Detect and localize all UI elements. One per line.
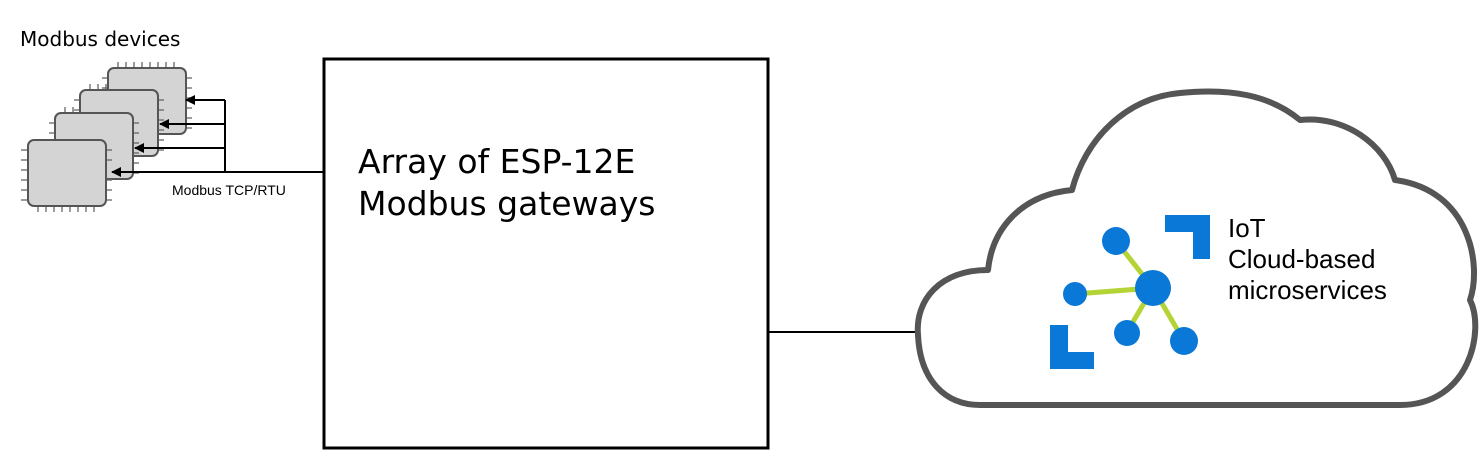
iot-hub-icon	[1050, 215, 1210, 369]
modbus-protocol-label: Modbus TCP/RTU	[172, 182, 286, 198]
corner-bracket-top-right	[1165, 215, 1210, 259]
corner-bracket-bottom-left	[1050, 325, 1094, 369]
gateway-title-line2: Modbus gateways	[358, 184, 656, 223]
chip-icon	[21, 139, 112, 212]
cloud-label: IoT Cloud-based microservices	[1228, 213, 1387, 305]
gateway-title-line1: Array of ESP-12E	[358, 142, 635, 181]
cloud-label-line2: Cloud-based	[1228, 244, 1375, 274]
gateway-box	[322, 57, 770, 450]
modbus-bus	[111, 95, 328, 177]
cloud-label-line3: microservices	[1228, 275, 1387, 305]
cloud-label-line1: IoT	[1228, 213, 1266, 243]
modbus-devices-label: Modbus devices	[20, 27, 180, 51]
gateway-title: Array of ESP-12E Modbus gateways	[358, 142, 656, 223]
modbus-device-stack	[21, 62, 192, 212]
